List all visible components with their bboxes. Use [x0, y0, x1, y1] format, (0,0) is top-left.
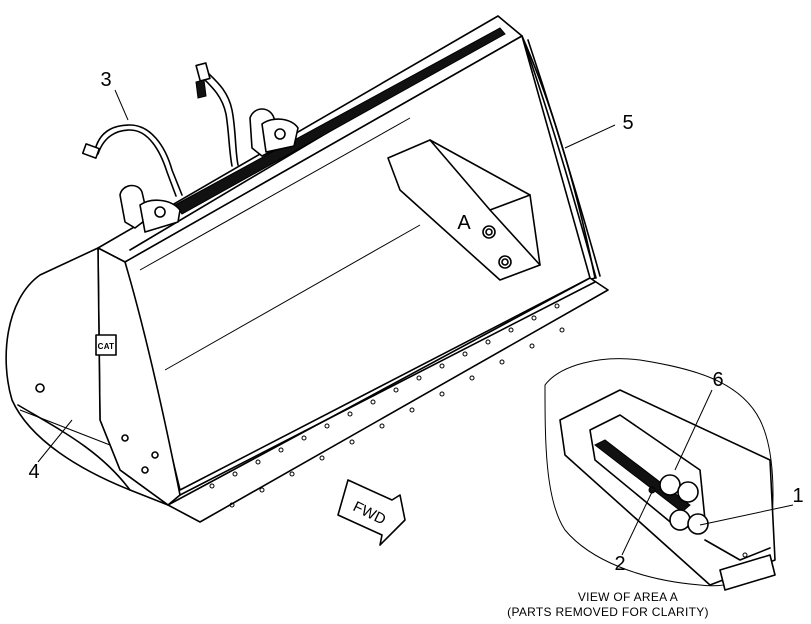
- forward-direction-arrow: FWD: [337, 479, 406, 546]
- callout-1: 1: [792, 485, 803, 507]
- leader-lines: [37, 89, 794, 556]
- left-side-plate: [97, 247, 181, 506]
- hydraulic-hoses: [81, 62, 239, 197]
- callout-area-a: A: [457, 212, 471, 234]
- callout-3: 3: [100, 69, 111, 91]
- bucket-assembly: CAT: [5, 15, 609, 523]
- cutting-edge: [167, 277, 609, 523]
- caption-line-1: VIEW OF AREA A: [578, 590, 678, 604]
- caption-line-2: (PARTS REMOVED FOR CLARITY): [507, 605, 709, 619]
- callout-6: 6: [712, 369, 723, 391]
- cutting-edge-bolts: [209, 303, 565, 508]
- callout-5: 5: [622, 112, 633, 134]
- mounting-brackets: [119, 108, 299, 233]
- detail-view-area-a: [544, 358, 776, 591]
- cat-logo: [95, 334, 117, 356]
- callout-2: 2: [614, 553, 625, 575]
- logo-text: CAT: [98, 342, 115, 351]
- callout-4: 4: [28, 461, 39, 483]
